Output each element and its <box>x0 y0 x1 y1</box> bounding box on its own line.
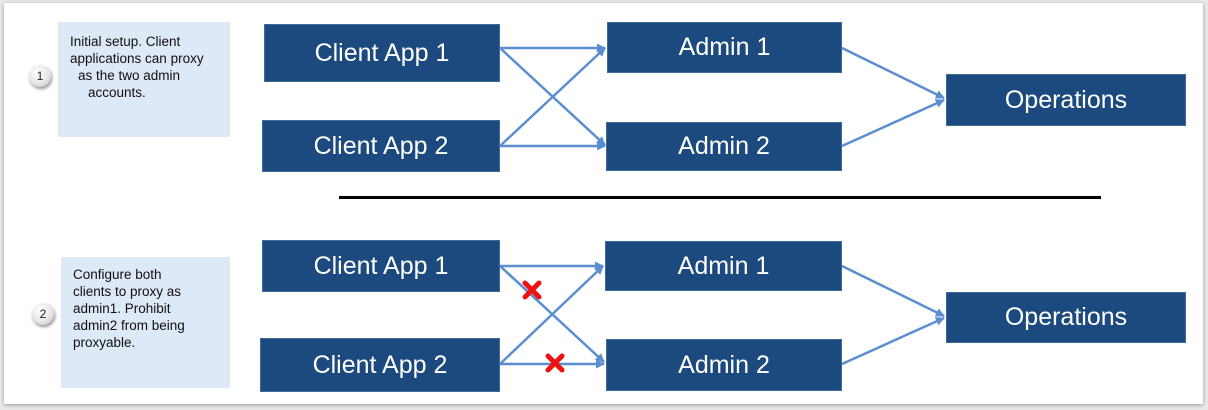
panel1-note-line: accounts. <box>88 85 146 100</box>
panel2-client-app-1: Client App 1 <box>262 240 500 292</box>
panel1-client-app-2: Client App 2 <box>262 120 500 172</box>
panel1-note: Initial setup. Client applications can p… <box>58 22 230 137</box>
panel2-arrow-admin1-ops <box>841 264 945 318</box>
panel2-blocked-mark-client2-admin2 <box>545 353 565 373</box>
panel1-client-app-1: Client App 1 <box>264 24 500 82</box>
panel1-note-line: as the two admin <box>78 68 181 83</box>
panel1-admin-1: Admin 1 <box>607 22 842 73</box>
panel2-note: Configure both clients to proxy as admin… <box>61 257 230 388</box>
panel2-note-line: admin2 from being <box>73 318 185 333</box>
panel2-blocked-mark-client1-admin2 <box>522 280 542 300</box>
panel1-note-line: applications can proxy <box>70 51 204 66</box>
section-divider <box>339 196 1101 199</box>
panel1-arrow-admin1-ops <box>841 46 945 100</box>
panel1-note-line: Initial setup. Client <box>70 34 181 49</box>
panel2-note-line: clients to proxy as <box>73 284 182 299</box>
panel2-operations: Operations <box>946 292 1186 343</box>
panel2-note-line: admin1. Prohibit <box>73 301 171 316</box>
panel1-admin-2: Admin 2 <box>606 122 842 171</box>
panel2-note-line: Configure both <box>73 267 162 282</box>
panel2-admin-1: Admin 1 <box>605 241 842 291</box>
panel1-operations: Operations <box>946 74 1186 126</box>
panel2-note-line: proxyable. <box>73 335 136 350</box>
panel2-arrow-admin2-ops <box>841 316 945 366</box>
panel2-admin-2: Admin 2 <box>606 339 842 391</box>
panel1-step-badge: 1 <box>29 65 51 87</box>
panel1-arrow-client2-admin1 <box>499 47 606 147</box>
panel2-step-badge: 2 <box>32 303 54 325</box>
panel2-arrow-client2-admin1 <box>499 265 604 365</box>
panel2-client-app-2: Client App 2 <box>260 338 500 392</box>
panel1-arrow-admin2-ops <box>841 98 945 148</box>
